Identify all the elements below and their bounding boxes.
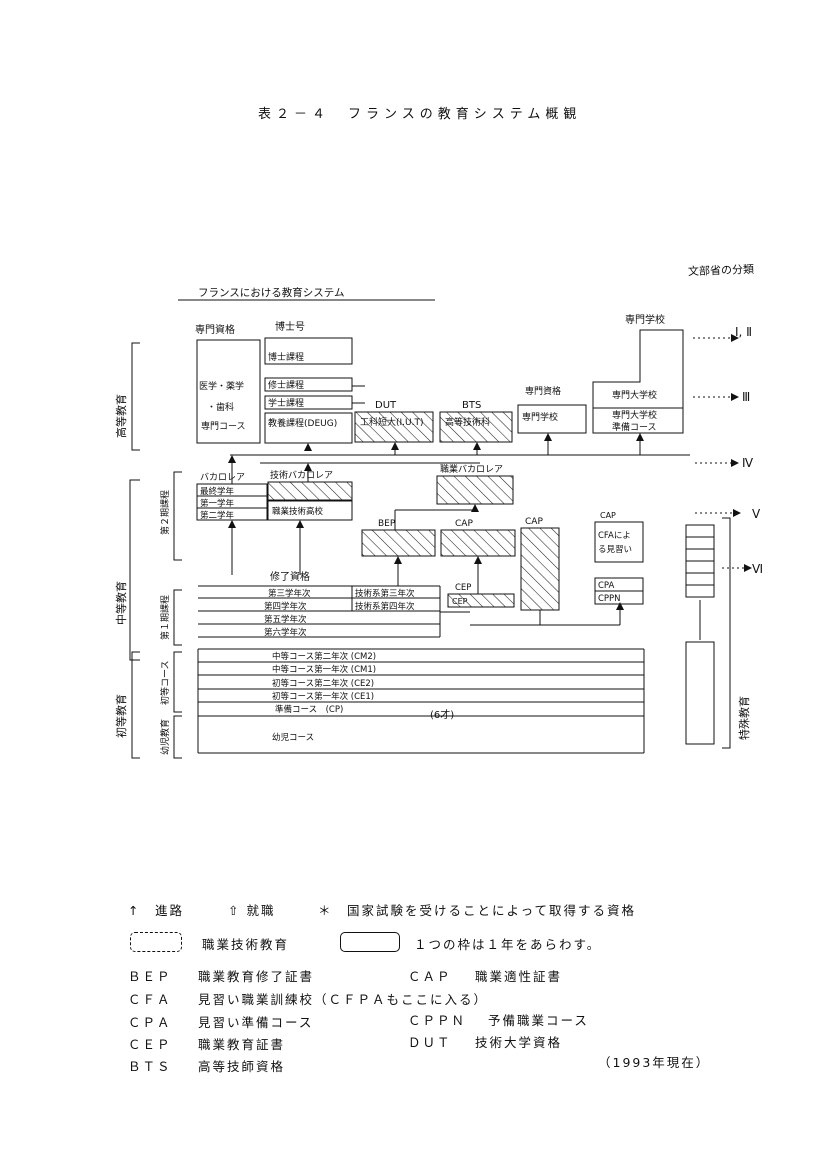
abbr-cpa: ＣＰＡ	[128, 1015, 172, 1030]
label-medicine-1: 医学・薬学	[199, 380, 244, 392]
label-doctorate: 博士号	[275, 320, 305, 333]
legend-hatched: 職業技術教育	[202, 937, 290, 952]
abbr-cap-text: 職業適性証書	[475, 969, 563, 984]
roman-level-5: Ⅴ	[752, 507, 761, 521]
label-ce1: 初等コース第一年次 (CE1)	[272, 691, 374, 702]
label-terminal: 最終学年	[200, 486, 235, 497]
abbr-cep: ＣＥＰ	[128, 1037, 172, 1052]
level-secondary-cycle1: 第１期課程	[159, 595, 171, 640]
label-cfa-1: CFAによ	[598, 531, 631, 541]
level-special: 特殊教育	[737, 696, 751, 740]
label-bac: バカロレア	[200, 472, 245, 483]
label-cfa-2: る見習い	[598, 545, 632, 555]
label-cap2: CAP	[525, 517, 543, 527]
abbr-dut-text: 技術大学資格	[475, 1035, 563, 1050]
abbr-cpa-text: 見習い準備コース	[198, 1015, 314, 1030]
label-tech4: 技術系第四年次	[355, 601, 415, 612]
label-g4: 第四学年次	[264, 601, 307, 612]
level-primary-course: 初等コース	[159, 660, 171, 705]
roman-level-6: Ⅵ	[752, 562, 763, 576]
level-preschool: 幼児教育	[159, 719, 171, 755]
label-cm2: 中等コース第二年次 (CM2)	[272, 651, 376, 662]
roman-level-1-2: Ⅰ, Ⅱ	[735, 325, 752, 339]
legend-arrow: ↑ 進路	[128, 903, 184, 918]
abbr-bep: ＢＥＰ	[128, 969, 172, 984]
label-cep: CEP	[455, 583, 471, 593]
document-title: 表２－４ フランスの教育システム概観	[258, 107, 582, 122]
level-secondary-cycle2: 第２期課程	[159, 490, 171, 535]
label-cep-box: CEP	[452, 597, 468, 606]
label-tech3: 技術系第三年次	[355, 588, 415, 599]
label-medicine-3: 専門コース	[201, 420, 246, 432]
roman-level-3: Ⅲ	[742, 390, 750, 404]
abbr-bts-text: 高等技師資格	[198, 1059, 286, 1074]
label-cap3: CAP	[600, 511, 616, 520]
level-primary: 初等教育	[114, 694, 128, 738]
abbr-cppn: ＣＰＰＮ	[408, 1013, 467, 1028]
abbr-dut: ＤＵＴ	[408, 1035, 452, 1050]
label-grandes-ecoles-top: 専門学校	[625, 313, 665, 326]
label-prof-qual2: 専門資格	[525, 385, 561, 397]
label-ecole-spec: 専門学校	[522, 411, 558, 423]
legend-box-text: １つの枠は１年をあらわす。	[414, 937, 602, 952]
label-licence: 学士課程	[268, 397, 304, 409]
label-grandes-ecoles2: 専門大学校	[612, 409, 657, 421]
label-bep: BEP	[378, 519, 396, 529]
label-bac-pro: 職業バカロレア	[440, 463, 503, 475]
label-bts: BTS	[462, 400, 481, 411]
label-master: 修士課程	[268, 379, 304, 391]
label-ce2: 初等コース第二年次 (CE2)	[272, 678, 374, 689]
label-professional-qual: 専門資格	[195, 323, 235, 336]
label-cppn: CPPN	[598, 594, 621, 604]
label-doctoral-course: 博士課程	[268, 351, 304, 363]
label-premiere: 第一学年	[200, 498, 235, 509]
label-g5: 第五学年次	[264, 614, 307, 625]
abbr-cep-text: 職業教育証書	[198, 1037, 286, 1052]
abbr-cap: ＣＡＰ	[408, 969, 452, 984]
abbr-cfa-text: 見習い職業訓練校（ＣＦＰＡもここに入る）	[198, 992, 489, 1007]
roman-level-4: Ⅳ	[742, 456, 753, 470]
legend-star: ＊ 国家試験を受けることによって取得する資格	[318, 903, 637, 918]
legend-hatched-sample	[130, 932, 182, 952]
legend-employment: ⇧ 就職	[228, 903, 276, 918]
label-cp: 準備コース (CP)	[275, 704, 343, 715]
abbr-bep-text: 職業教育修了証書	[198, 969, 315, 984]
label-g3: 第三学年次	[268, 588, 311, 599]
label-cap: CAP	[455, 519, 473, 529]
label-age: (6才)	[430, 708, 454, 721]
abbr-cppn-text: 予備職業コース	[488, 1013, 589, 1028]
label-iut: 工科短大(I.U.T)	[360, 416, 423, 428]
label-cpa: CPA	[598, 581, 615, 591]
level-secondary: 中等教育	[114, 581, 128, 625]
education-system-diagram: フランスにおける教育システム 高等教育 中等教育 第２期課程 第１期課程 初等教…	[114, 286, 763, 759]
diagram-subtitle: フランスにおける教育システム	[198, 286, 344, 299]
label-seconde: 第二学年	[200, 510, 235, 521]
label-grandes-ecoles: 専門大学校	[612, 389, 657, 401]
label-g6: 第六学年次	[264, 627, 307, 638]
year-note: （1993年現在）	[598, 1055, 711, 1070]
label-dut: DUT	[375, 400, 397, 411]
label-cm1: 中等コース第一年次 (CM1)	[272, 664, 376, 675]
level-higher: 高等教育	[114, 394, 128, 438]
abbr-bts: ＢＴＳ	[128, 1059, 172, 1074]
label-medicine-2: ・歯科	[207, 401, 234, 413]
label-lycee-tech: 職業技術高校	[272, 506, 324, 517]
label-brevet: 修了資格	[270, 570, 310, 583]
label-maternelle: 幼児コース	[272, 732, 314, 743]
label-deug: 教養課程(DEUG)	[268, 417, 337, 429]
label-bac-tech: 技術バカロレア	[270, 469, 333, 481]
abbr-cfa: ＣＦＡ	[128, 992, 172, 1007]
label-prep: 準備コース	[612, 421, 657, 433]
label-sts: 高等技術科	[445, 416, 490, 428]
legend-box-sample	[340, 932, 400, 952]
